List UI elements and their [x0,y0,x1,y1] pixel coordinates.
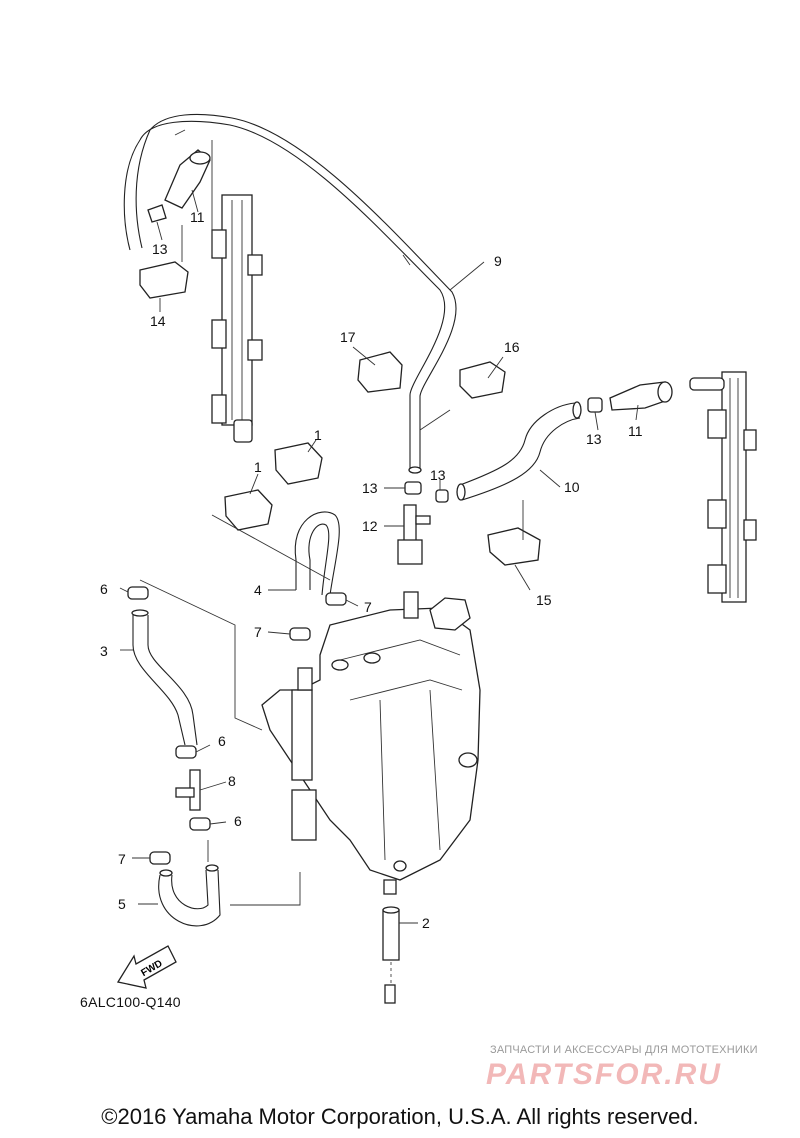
callout-13-small: 13 [430,467,446,483]
callout-7-b: 7 [254,624,262,640]
callout-12: 12 [362,518,378,534]
callout-11-right: 11 [628,423,643,439]
clip-13-small [435,489,449,503]
callout-16: 16 [504,339,520,355]
fuel-filter-housing [261,591,481,895]
callout-13-mid: 13 [362,480,378,496]
callout-13-right: 13 [586,431,602,447]
clip-14 [139,261,189,299]
fuel-hose-9 [123,113,457,474]
clip-13-mid [404,481,422,495]
callout-6-low: 6 [234,813,242,829]
clip-6-mid [175,745,197,759]
callout-6-top: 6 [100,581,108,597]
drain-hose-2 [382,906,400,1004]
callout-10: 10 [564,479,580,495]
clip-7-c [149,851,171,865]
clip-1-lower [224,489,273,531]
fwd-arrow-icon: FWD [116,945,177,989]
callout-1-lower: 1 [254,459,262,475]
callout-14: 14 [150,313,166,329]
hose-4 [294,511,340,596]
callout-4: 4 [254,582,262,598]
callout-13-top: 13 [152,241,168,257]
connector-11-left [164,149,211,209]
clip-17 [357,351,403,393]
fuel-rail-left [211,194,263,443]
clip-13-right [587,397,603,413]
clip-15 [487,527,541,566]
callout-labels: 1 1 2 3 4 5 6 6 6 7 7 7 8 9 10 11 11 12 … [100,209,643,931]
clip-6-top [127,586,149,600]
clip-7-b [289,627,311,641]
connector-11-right [609,381,673,411]
diagram-code: 6ALC100-Q140 [80,994,181,1010]
callout-2: 2 [422,915,430,931]
leader-lines [119,189,639,924]
hose-5 [158,864,221,927]
clip-16 [459,361,506,399]
callout-17: 17 [340,329,356,345]
connector-12 [397,504,431,565]
callout-11-left: 11 [190,209,205,225]
watermark-logo: PARTSFOR.RU [486,1058,722,1091]
fuel-rail-right [689,371,757,603]
callout-6-mid: 6 [218,733,226,749]
watermark-tagline: ЗАПЧАСТИ И АКСЕССУАРЫ ДЛЯ МОТОТЕХНИКИ [490,1044,758,1056]
callout-3: 3 [100,643,108,659]
clip-6-low [189,817,211,831]
hose-10 [456,401,582,501]
callout-7-a: 7 [364,599,372,615]
hose-3 [131,609,198,746]
callout-5: 5 [118,896,126,912]
callout-9: 9 [494,253,502,269]
assembly-guide-lines [139,140,524,906]
joint-8 [175,769,201,811]
callout-8: 8 [228,773,236,789]
callout-15: 15 [536,592,552,608]
clip-7-a [325,592,347,606]
copyright-notice: ©2016 Yamaha Motor Corporation, U.S.A. A… [101,1104,699,1129]
clip-13-top [147,204,167,223]
clip-1-upper [274,442,323,485]
callout-1-upper: 1 [314,427,322,443]
callout-7-c: 7 [118,851,126,867]
